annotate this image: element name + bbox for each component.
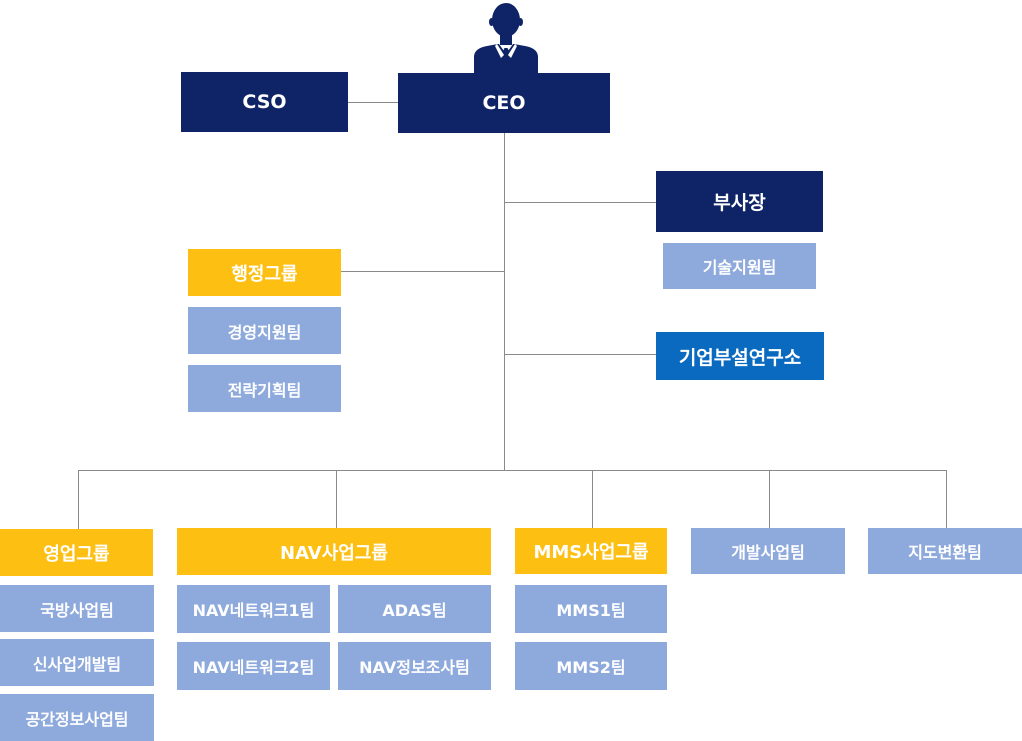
connector-sales-group — [78, 470, 79, 529]
connector-mms-group — [592, 470, 593, 528]
cso-box: CSO — [181, 72, 348, 132]
sales-group-box: 영업그룹 — [0, 529, 153, 576]
connector-admin-group — [341, 271, 504, 272]
mms-group-box: MMS사업그룹 — [515, 528, 667, 574]
businessman-icon — [474, 3, 538, 74]
spatial-info-team-box: 공간정보사업팀 — [0, 694, 154, 741]
connector-nav-group — [336, 470, 337, 528]
ceo-box: CEO — [398, 73, 610, 133]
mms2-team-box: MMS2팀 — [515, 642, 667, 690]
tech-support-team-box: 기술지원팀 — [663, 243, 816, 289]
management-support-team-box: 경영지원팀 — [188, 307, 341, 354]
strategy-planning-team-box: 전략기획팀 — [188, 365, 341, 412]
connector-dev-team — [769, 470, 770, 528]
nav-network1-team-box: NAV네트워크1팀 — [177, 585, 330, 633]
nav-network2-team-box: NAV네트워크2팀 — [177, 642, 330, 690]
connector-ceo-trunk — [504, 132, 505, 470]
defense-business-team-box: 국방사업팀 — [0, 585, 154, 632]
adas-team-box: ADAS팀 — [338, 585, 491, 633]
connector-cso-ceo — [348, 102, 398, 103]
mms1-team-box: MMS1팀 — [515, 585, 667, 633]
development-business-team-box: 개발사업팀 — [691, 528, 845, 574]
connector-vice-president — [504, 202, 656, 203]
nav-survey-team-box: NAV정보조사팀 — [338, 642, 491, 690]
connector-research-institute — [504, 354, 656, 355]
connector-map-team — [946, 470, 947, 528]
research-institute-box: 기업부설연구소 — [656, 332, 824, 380]
new-business-team-box: 신사업개발팀 — [0, 639, 154, 686]
vice-president-box: 부사장 — [656, 171, 823, 232]
map-conversion-team-box: 지도변환팀 — [868, 528, 1022, 574]
connector-bottom-bus — [78, 470, 947, 471]
nav-group-box: NAV사업그룹 — [177, 528, 491, 575]
admin-group-box: 행정그룹 — [188, 249, 341, 296]
